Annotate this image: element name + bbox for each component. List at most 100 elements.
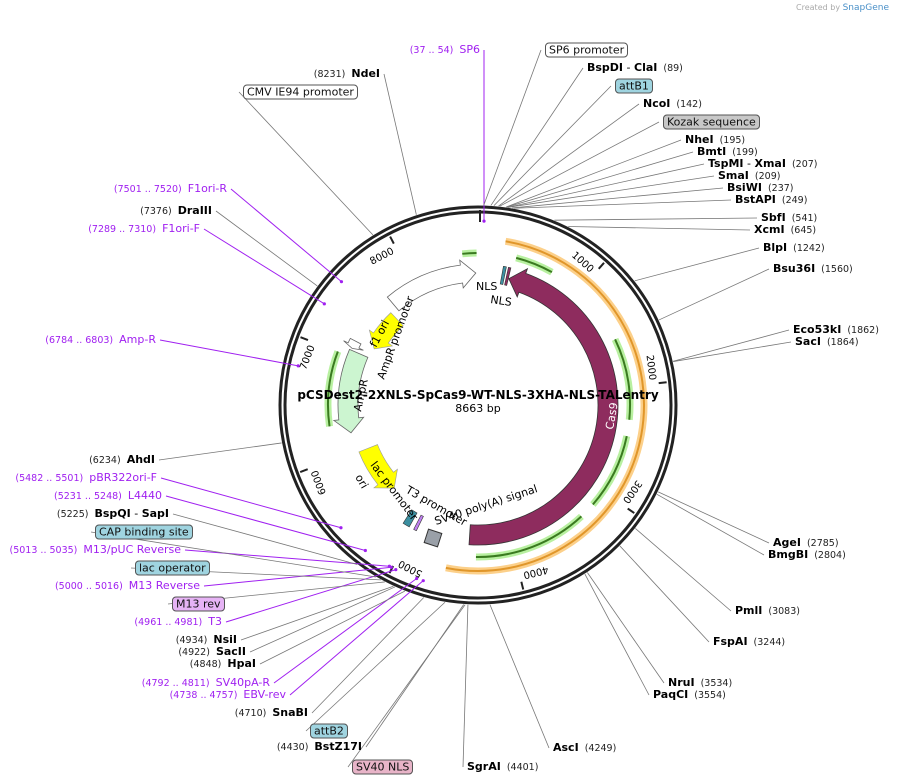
enzyme-name: PaqCI (653, 688, 689, 701)
primer-name: T3 (208, 615, 222, 628)
restriction-site-label[interactable]: (4710)SnaBI (229, 706, 308, 720)
separator: - (130, 507, 142, 520)
tick-mark (658, 381, 667, 385)
restriction-site-label[interactable]: AgeI(2785) (773, 536, 845, 550)
tick-label: 5000 (397, 557, 425, 579)
restriction-site-label[interactable]: BsiWI(237) (727, 181, 799, 195)
enzyme-name: NcoI (643, 97, 671, 110)
restriction-site-label[interactable]: (5225)BspQI - SapI (51, 507, 169, 521)
leader-line (498, 103, 640, 207)
restriction-site-label[interactable]: (8231)NdeI (308, 67, 380, 81)
enzyme-name: TspMI (708, 157, 744, 170)
site-position: (142) (676, 99, 702, 110)
site-position: (645) (790, 225, 817, 236)
restriction-site-label[interactable]: SmaI(209) (718, 169, 786, 183)
restriction-site-label[interactable]: AscI(4249) (553, 741, 622, 755)
enzyme-name: NdeI (351, 67, 380, 80)
leader-line (554, 217, 758, 221)
restriction-site-label[interactable]: (7376)DraIII (134, 204, 212, 218)
enzyme-name: FspAI (713, 635, 748, 648)
primer-label[interactable]: (4738 .. 4757)EBV-rev (164, 688, 286, 702)
primer-name: M13 Reverse (128, 579, 200, 592)
primer-name: Amp-R (119, 333, 156, 346)
restriction-site-label[interactable]: Eco53kI(1862) (793, 323, 885, 337)
enzyme-name: AhdI (126, 453, 155, 466)
snapgene-credit: Created by SnapGene (796, 3, 889, 13)
feature-label[interactable]: attB2 (310, 723, 348, 739)
feature-label[interactable]: M13 rev (172, 596, 225, 612)
primer-label[interactable]: (37 .. 54) SP6 (404, 43, 480, 57)
restriction-site-label[interactable]: NheI(195) (685, 133, 751, 147)
site-position: (4922) (178, 647, 210, 658)
site-position: (1862) (847, 325, 879, 336)
enzyme-name: PmlI (735, 604, 763, 617)
primer-label[interactable]: (5482 .. 5501)pBR322ori-F (9, 471, 157, 485)
feature-label[interactable]: SV40 NLS (352, 759, 414, 775)
restriction-site-label[interactable]: NcoI (142) (643, 97, 708, 111)
primer-label[interactable]: (7289 .. 7310)F1ori-F (82, 222, 200, 236)
site-position: (5225) (56, 509, 89, 520)
restriction-site-label[interactable]: SacI(1864) (795, 335, 865, 349)
restriction-site-label[interactable]: BmtI(199) (697, 145, 764, 159)
restriction-site-label[interactable]: SgrAI(4401) (467, 760, 544, 774)
feature-label[interactable]: lac operator (135, 560, 210, 576)
restriction-site-label[interactable]: (4848)HpaI (184, 657, 256, 671)
restriction-site-label[interactable]: (4934)NsiI (170, 633, 237, 647)
feature-label[interactable]: attB1 (615, 78, 653, 94)
tick-mark (520, 581, 525, 590)
site-position: (237) (767, 183, 794, 194)
restriction-site-label[interactable]: NruI(3534) (668, 676, 738, 690)
feature-name: SV40 NLS (352, 759, 414, 775)
primer-marker (339, 280, 344, 284)
leader-line (513, 199, 732, 209)
primer-label[interactable]: (5000 .. 5016)M13 Reverse (49, 579, 200, 593)
feature-label[interactable]: CMV IE94 promoter (243, 84, 358, 100)
translation-arrow (462, 252, 477, 255)
restriction-site-label[interactable]: BstAPI(249) (735, 193, 813, 207)
restriction-site-label[interactable]: FspAI(3244) (713, 635, 791, 649)
enzyme-name: BmgBI (768, 548, 809, 561)
restriction-site-label[interactable]: XcmI(645) (754, 223, 822, 237)
restriction-site-label[interactable]: Bsu36I(1560) (773, 262, 859, 276)
restriction-site-label[interactable]: BmgBI(2804) (768, 548, 852, 562)
primer-label[interactable]: (5013 .. 5035)M13/pUC Reverse (4, 543, 181, 557)
site-position: (1242) (793, 243, 825, 254)
enzyme-name: AgeI (773, 536, 801, 549)
enzyme-name: BspDI (587, 61, 624, 74)
tick-label: 6000 (310, 468, 329, 496)
restriction-site-label[interactable]: BspDI - ClaI(89) (587, 61, 689, 75)
enzyme-name: AscI (553, 741, 579, 754)
primer-label[interactable]: (5231 .. 5248)L4440 (48, 489, 162, 503)
site-position: (37 .. 54) (409, 45, 454, 56)
restriction-site-label[interactable]: (4922)SacII (172, 645, 246, 659)
leader-line (499, 121, 660, 207)
feature-name: Kozak sequence (663, 114, 760, 130)
site-position: (3534) (700, 678, 733, 689)
restriction-site-label[interactable]: SbfI(541) (761, 211, 823, 225)
primer-label[interactable]: (7501 .. 7520)F1ori-R (108, 182, 227, 196)
backbone-inner-strand (283, 210, 673, 600)
primer-label[interactable]: (4961 .. 4981) T3 (128, 615, 222, 629)
site-position: (4961 .. 4981) (134, 617, 203, 628)
primer-label[interactable]: (6784 .. 6803)Amp-R (39, 333, 156, 347)
leader-line (634, 247, 760, 282)
primer-name: SP6 (459, 43, 480, 56)
primer-label[interactable]: (4792 .. 4811)SV40pA-R (136, 676, 270, 690)
leader-line (673, 329, 790, 362)
feature-label[interactable]: Kozak sequence (663, 114, 760, 130)
enzyme-name: NheI (685, 133, 714, 146)
feature-label[interactable]: SP6 promoter (545, 42, 629, 58)
restriction-site-label[interactable]: TspMI - XmaI(207) (708, 157, 824, 171)
tick-mark (627, 507, 635, 514)
restriction-site-label[interactable]: PaqCI(3554) (653, 688, 732, 702)
restriction-site-label[interactable]: (4430)BstZ17I (271, 740, 362, 754)
feature-label[interactable]: CAP binding site (95, 524, 193, 540)
restriction-site-label[interactable]: PmlI(3083) (735, 604, 806, 618)
leader-line (160, 477, 342, 529)
restriction-site-label[interactable]: BlpI(1242) (763, 241, 831, 255)
restriction-site-label[interactable]: (6234)AhdI (83, 453, 155, 467)
leader-line (619, 545, 710, 643)
site-position: (4848) (189, 659, 222, 670)
ori-feature (358, 444, 398, 489)
